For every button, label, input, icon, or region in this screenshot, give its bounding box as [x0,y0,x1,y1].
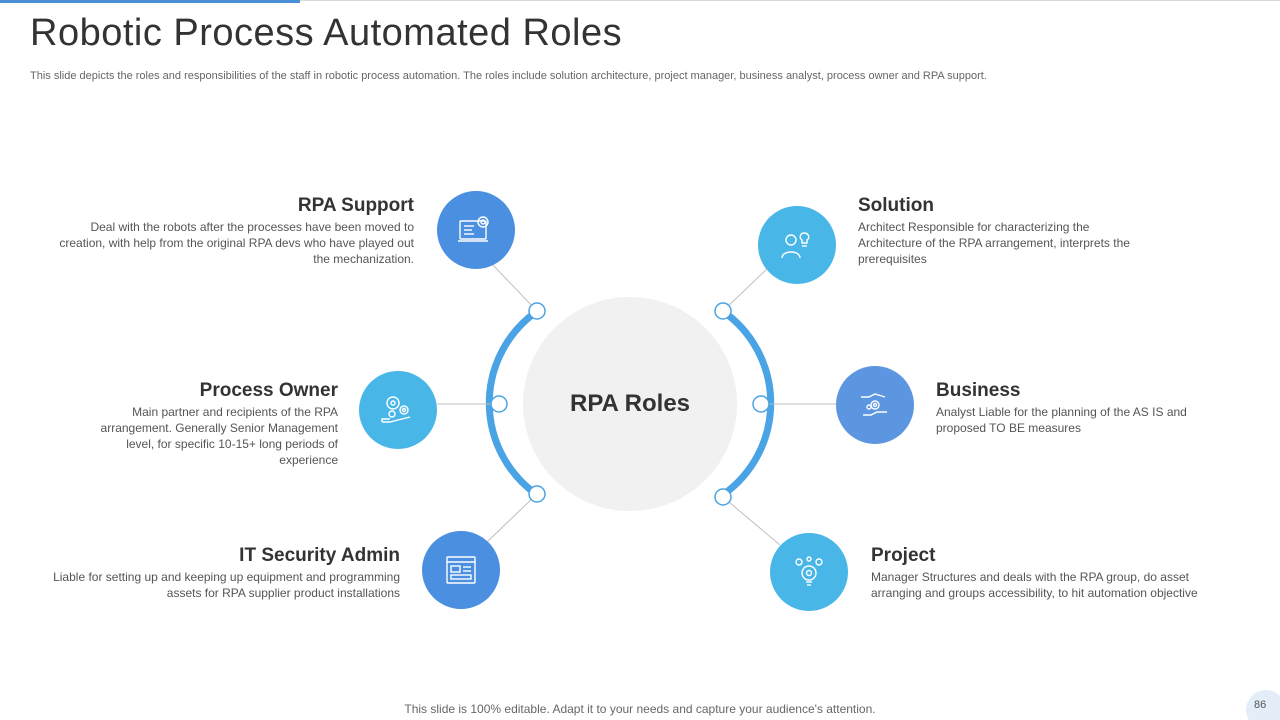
slide-footer: This slide is 100% editable. Adapt it to… [404,702,876,716]
connector-it-security [486,493,538,543]
solution-title: Solution [858,195,934,216]
junction-dot [714,302,732,320]
junction-dot [752,395,770,413]
slide-subtitle: This slide depicts the roles and respons… [30,70,987,82]
node-it-security-admin [422,531,500,609]
left-arc [485,308,540,498]
rpa-support-title: RPA Support [297,195,414,216]
it-security-admin-title: IT Security Admin [239,545,400,566]
gears-hand-icon [381,396,411,423]
right-arc [720,308,775,498]
node-rpa-support [437,191,515,269]
handshake-gear-icon [861,393,887,416]
rpa-support-description: Deal with the robots after the processes… [59,220,414,266]
connector-project [722,496,781,546]
process-owner-description: Main partner and recipients of the RPA a… [100,405,338,467]
connector-solution [722,265,771,312]
project-title: Project [871,545,936,566]
junction-dot [490,395,508,413]
business-description: Analyst Liable for the planning of the A… [936,405,1187,435]
solution-description: Architect Responsible for characterizing… [858,220,1130,266]
junction-dot [714,488,732,506]
project-description: Manager Structures and deals with the RP… [871,570,1198,600]
top-accent-bar [0,0,300,3]
lightbulb-gear-icon [795,556,823,586]
junction-dot [528,302,546,320]
process-owner-title: Process Owner [199,380,338,401]
node-solution [758,206,836,284]
connector-rpa-support [491,263,538,312]
node-process-owner [359,371,437,449]
center-circle: RPA Roles [523,297,737,511]
person-idea-icon [781,232,810,259]
slide-title: Robotic Process Automated Roles [30,12,623,54]
top-divider [300,0,1280,1]
business-title: Business [936,380,1021,401]
computer-gear-icon [458,216,489,242]
junction-dot [528,485,546,503]
page-number: 86 [1246,690,1280,720]
browser-window-icon [446,556,476,584]
it-security-admin-description: Liable for setting up and keeping up equ… [53,570,400,600]
node-project [770,533,848,611]
center-label: RPA Roles [569,390,691,417]
node-business [836,366,914,444]
